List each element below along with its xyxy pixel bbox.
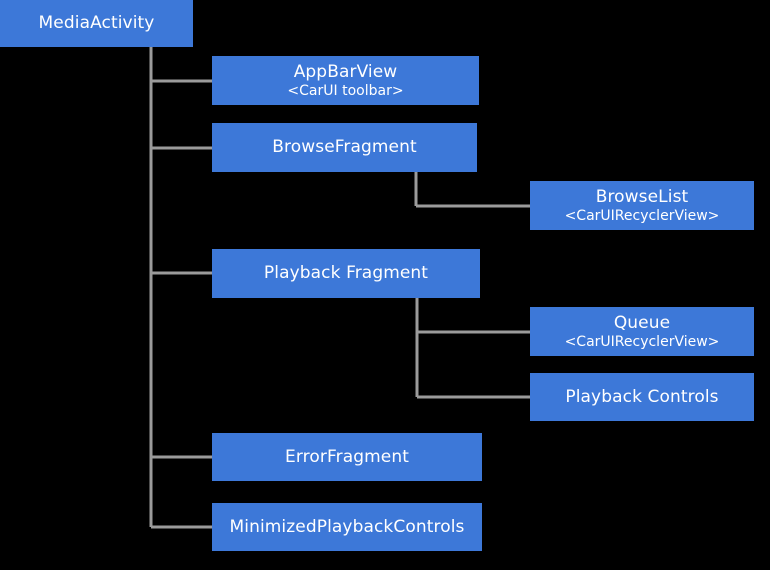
- node-browse-list-subtitle: <CarUIRecyclerView>: [564, 207, 720, 224]
- node-minimized-playback-controls-title: MinimizedPlaybackControls: [229, 516, 465, 537]
- node-queue[interactable]: Queue <CarUIRecyclerView>: [530, 307, 754, 356]
- node-playback-fragment-title: Playback Fragment: [263, 263, 429, 284]
- node-queue-title: Queue: [613, 312, 671, 333]
- node-playback-fragment[interactable]: Playback Fragment: [212, 249, 480, 298]
- node-browse-list-title: BrowseList: [595, 186, 689, 207]
- node-media-activity-title: MediaActivity: [38, 13, 155, 34]
- node-app-bar-view-title: AppBarView: [293, 61, 398, 82]
- node-playback-controls-title: Playback Controls: [565, 386, 719, 407]
- node-browse-fragment-title: BrowseFragment: [272, 137, 417, 158]
- node-browse-fragment[interactable]: BrowseFragment: [212, 123, 477, 172]
- node-playback-controls[interactable]: Playback Controls: [530, 373, 754, 421]
- node-queue-subtitle: <CarUIRecyclerView>: [564, 333, 720, 350]
- node-browse-list[interactable]: BrowseList <CarUIRecyclerView>: [530, 181, 754, 230]
- node-minimized-playback-controls[interactable]: MinimizedPlaybackControls: [212, 503, 482, 551]
- node-app-bar-view-subtitle: <CarUI toolbar>: [287, 82, 404, 99]
- node-error-fragment[interactable]: ErrorFragment: [212, 433, 482, 481]
- node-error-fragment-title: ErrorFragment: [285, 446, 409, 467]
- node-app-bar-view[interactable]: AppBarView <CarUI toolbar>: [212, 56, 479, 105]
- node-media-activity[interactable]: MediaActivity: [0, 0, 193, 47]
